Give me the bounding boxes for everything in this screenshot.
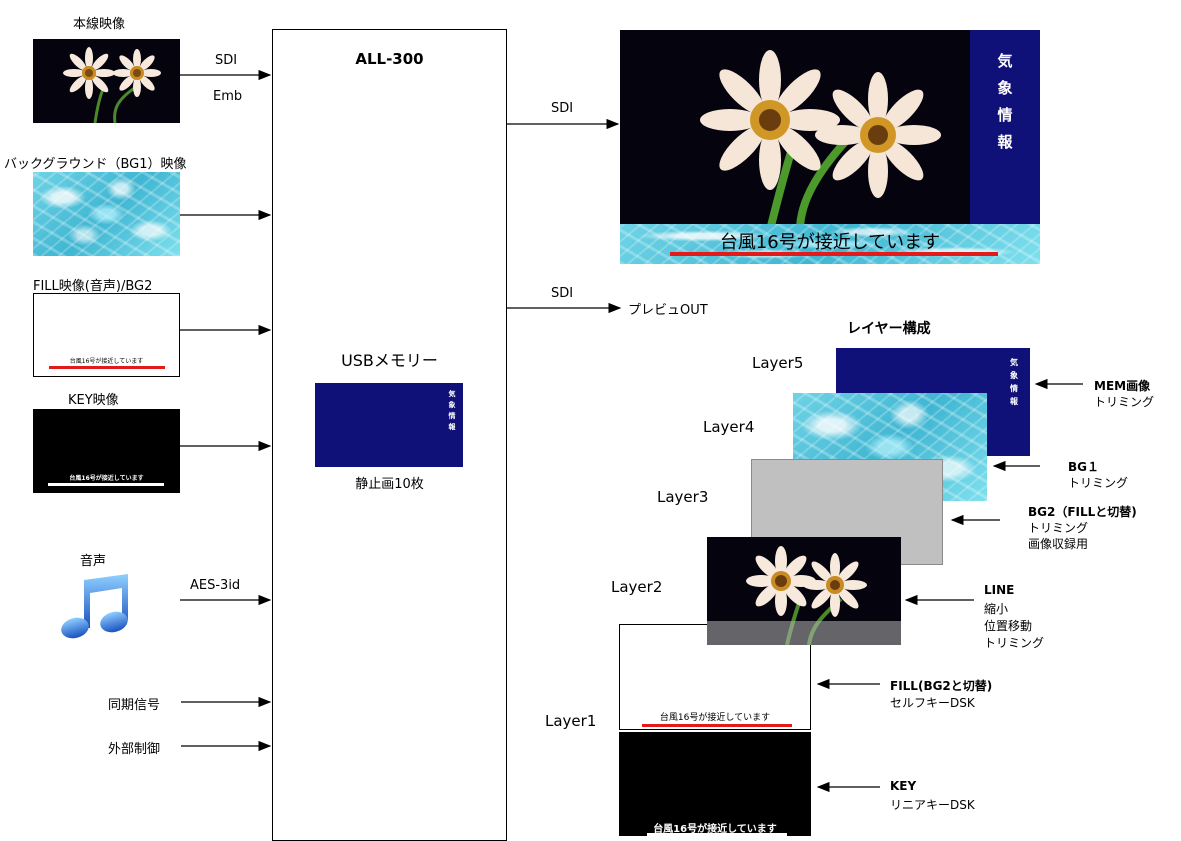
fill-caption-underline (49, 366, 165, 369)
bg1-video-thumbnail (33, 172, 180, 256)
output-caption-underline (670, 252, 998, 256)
fill-caption-text: 台風16号が接近しています (69, 358, 144, 365)
layer2-overlap-shade (707, 621, 901, 645)
weather-char: 報 (997, 133, 1013, 151)
key-caption-text: 台風16号が接近しています (69, 475, 144, 482)
note-bg1-title: BG１ (1068, 460, 1099, 474)
note-line-line: トリミング (984, 636, 1045, 650)
stills-count-label: 静止画10枚 (355, 477, 424, 492)
key-video-thumbnail: 台風16号が接近しています (33, 409, 180, 493)
emb-label: Emb (213, 89, 243, 104)
note-key-line: リニアキーDSK (890, 798, 975, 812)
flower-icon (63, 47, 161, 123)
layer1-fill-underline (642, 724, 792, 727)
ext-control-label: 外部制御 (108, 742, 161, 757)
note-fill-line: セルフキーDSK (890, 696, 975, 710)
key-caption-underline (48, 483, 164, 486)
usb-weather-char: 報 (448, 423, 456, 431)
usb-memory-label: USBメモリー (341, 351, 438, 370)
layer1-fill-caption: 台風16号が接近しています (659, 713, 771, 723)
note-fill-title: FILL(BG2と切替) (890, 679, 993, 693)
layer2-line-image (707, 537, 901, 645)
fill-video-label: FILL映像(音声)/BG2 (33, 279, 153, 294)
device-title: ALL-300 (355, 50, 424, 68)
usb-still-thumbnail: 気 象 情 報 (315, 383, 463, 467)
note-bg1-line: トリミング (1068, 476, 1129, 490)
layer5-label: Layer5 (752, 354, 804, 372)
usb-weather-char: 情 (448, 412, 456, 420)
note-line-line: 縮小 (984, 602, 1009, 616)
composite-output-image: 気 象 情 報 台風16号が接近しています (620, 30, 1040, 264)
layer5-weather-char: 情 (1010, 384, 1018, 393)
layer1-key-underline (647, 833, 787, 836)
layer5-weather-char: 気 (1010, 358, 1018, 367)
layer2-label: Layer2 (611, 578, 663, 596)
output-caption-text: 台風16号が接近しています (719, 232, 941, 253)
all300-device-box: ALL-300 USBメモリー 気 象 情 報 静止画10枚 (272, 29, 507, 841)
music-note-icon (61, 574, 128, 639)
preview-out-label: プレビュOUT (628, 303, 708, 318)
flower-icon (700, 50, 941, 230)
usb-weather-char: 象 (448, 401, 456, 409)
note-bg2-line: 画像収録用 (1028, 537, 1089, 551)
layer3-label: Layer3 (657, 488, 709, 506)
audio-label: 音声 (80, 554, 107, 569)
line-video-label: 本線映像 (73, 17, 126, 32)
line-video-thumbnail (33, 39, 180, 123)
weather-char: 情 (997, 106, 1013, 124)
note-mem-line: トリミング (1094, 395, 1155, 409)
sdi-output-label: SDI (551, 101, 574, 116)
note-key-title: KEY (890, 779, 917, 793)
weather-char: 気 (997, 52, 1013, 70)
sdi-input-label: SDI (215, 53, 238, 68)
layer5-weather-char: 報 (1010, 397, 1018, 406)
note-bg2-line: トリミング (1028, 521, 1089, 535)
note-line-title: LINE (984, 583, 1015, 597)
note-mem-title: MEM画像 (1094, 379, 1151, 393)
note-line-line: 位置移動 (984, 619, 1033, 633)
fill-video-thumbnail: 台風16号が接近しています (33, 293, 180, 377)
layer1-key-caption: 台風16号が接近しています (653, 824, 777, 835)
caption-band: 台風16号が接近しています (620, 224, 1040, 264)
sdi-preview-label: SDI (551, 286, 574, 301)
flower-icon (746, 546, 867, 645)
layer1-key-image: 台風16号が接近しています (619, 732, 811, 836)
layer1-label: Layer1 (545, 712, 597, 730)
sync-label: 同期信号 (108, 698, 161, 713)
weather-char: 象 (997, 79, 1013, 97)
aes-label: AES-3id (190, 578, 241, 593)
note-bg2-title: BG2（FILLと切替) (1028, 505, 1137, 519)
usb-weather-char: 気 (448, 390, 456, 398)
layer5-weather-char: 象 (1010, 371, 1018, 380)
layer4-label: Layer4 (703, 418, 755, 436)
bg1-video-label: バックグラウンド（BG1）映像 (4, 157, 187, 172)
key-video-label: KEY映像 (68, 393, 119, 408)
weather-info-panel: 気 象 情 報 (970, 30, 1040, 224)
layer-composition-title: レイヤー構成 (847, 321, 931, 337)
